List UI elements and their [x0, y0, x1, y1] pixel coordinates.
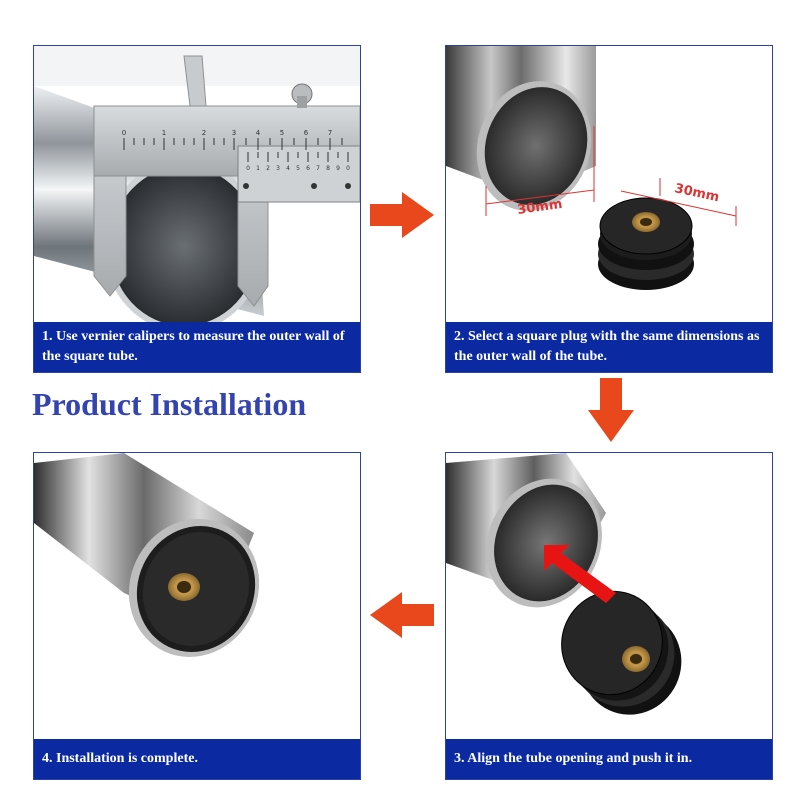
align-and-push-photo — [446, 453, 682, 715]
main-scale-3: 3 — [232, 129, 236, 137]
step-2-caption: 2. Select a square plug with the same di… — [446, 322, 772, 372]
plug-selection-photo: 30mm 30mm — [446, 46, 737, 290]
main-scale-4: 4 — [256, 129, 261, 137]
main-scale-1: 1 — [162, 129, 166, 137]
vernier-scale-4: 4 — [286, 165, 290, 172]
tube-dimension-label: 30mm — [516, 197, 563, 218]
step-3-panel: 3. Align the tube opening and push it in… — [445, 452, 773, 780]
vernier-scale-10: 0 — [346, 165, 350, 172]
step-1-panel: 0 1 2 3 4 5 6 7 0 1 2 3 4 5 6 7 8 9 0 — [33, 45, 361, 373]
vernier-scale-1: 1 — [256, 165, 260, 172]
arrow-down-icon — [588, 378, 634, 442]
step-1-caption: 1. Use vernier calipers to measure the o… — [34, 322, 360, 372]
page-title: Product Installation — [32, 386, 307, 422]
caliper-measuring-photo: 0 1 2 3 4 5 6 7 0 1 2 3 4 5 6 7 8 9 0 — [34, 46, 360, 332]
main-scale-5: 5 — [280, 129, 284, 137]
step-4-caption: 4. Installation is complete. — [34, 739, 360, 779]
vernier-scale-2: 2 — [266, 165, 270, 172]
main-scale-0: 0 — [122, 129, 126, 137]
arrow-left-icon — [370, 592, 434, 638]
vernier-scale-9: 9 — [336, 165, 340, 172]
main-scale-6: 6 — [304, 129, 309, 137]
vernier-scale-3: 3 — [276, 165, 280, 172]
vernier-scale-7: 7 — [316, 165, 320, 172]
step-2-panel: 30mm 30mm 2. Select a square plug with t… — [445, 45, 773, 373]
vernier-scale-8: 8 — [326, 165, 330, 172]
step-3-caption: 3. Align the tube opening and push it in… — [446, 739, 772, 779]
vernier-scale-6: 6 — [306, 165, 310, 172]
arrow-right-icon — [370, 192, 434, 238]
main-scale-7: 7 — [328, 129, 332, 137]
vernier-scale-5: 5 — [296, 165, 300, 172]
installation-complete-photo — [34, 453, 260, 657]
vernier-scale-0: 0 — [246, 165, 250, 172]
plug-dimension-label: 30mm — [673, 181, 720, 205]
main-scale-2: 2 — [202, 129, 206, 137]
step-4-panel: 4. Installation is complete. — [33, 452, 361, 780]
